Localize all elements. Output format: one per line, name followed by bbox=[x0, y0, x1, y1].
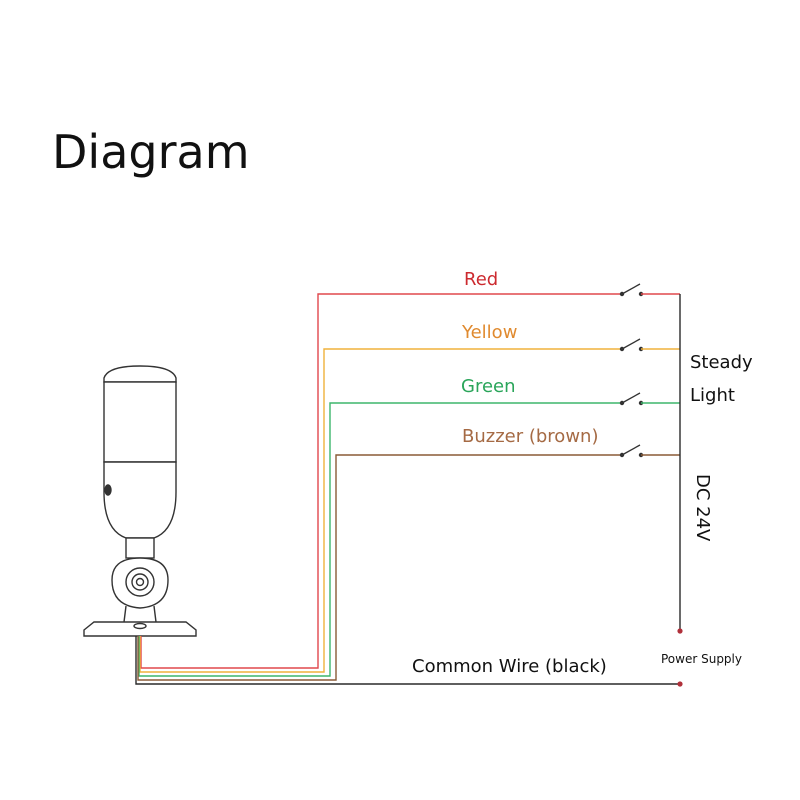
wire-black bbox=[135, 636, 680, 685]
label-power-supply: Power Supply bbox=[661, 652, 742, 666]
switch-red bbox=[619, 283, 680, 297]
wire-green bbox=[138, 402, 620, 677]
switch-yellow bbox=[619, 338, 680, 352]
terminal-icon bbox=[677, 681, 683, 687]
label-yellow: Yellow bbox=[461, 322, 517, 343]
label-common-wire: Common Wire (black) bbox=[412, 656, 607, 677]
label-steady: Steady bbox=[690, 352, 753, 373]
wire-yellow bbox=[139, 348, 620, 673]
switch-green bbox=[619, 392, 680, 406]
common-wire bbox=[135, 636, 680, 685]
label-voltage: DC 24V bbox=[692, 474, 713, 542]
switch-brown bbox=[619, 444, 680, 458]
label-red: Red bbox=[464, 269, 498, 290]
wire-brown bbox=[137, 454, 620, 681]
signal-tower-lamp-icon bbox=[83, 365, 197, 637]
wire-red bbox=[140, 293, 620, 669]
label-light: Light bbox=[690, 385, 735, 406]
label-buzzer: Buzzer (brown) bbox=[462, 426, 598, 447]
label-green: Green bbox=[461, 376, 516, 397]
terminal-icon bbox=[677, 628, 683, 634]
page-title: Diagram bbox=[52, 125, 250, 179]
